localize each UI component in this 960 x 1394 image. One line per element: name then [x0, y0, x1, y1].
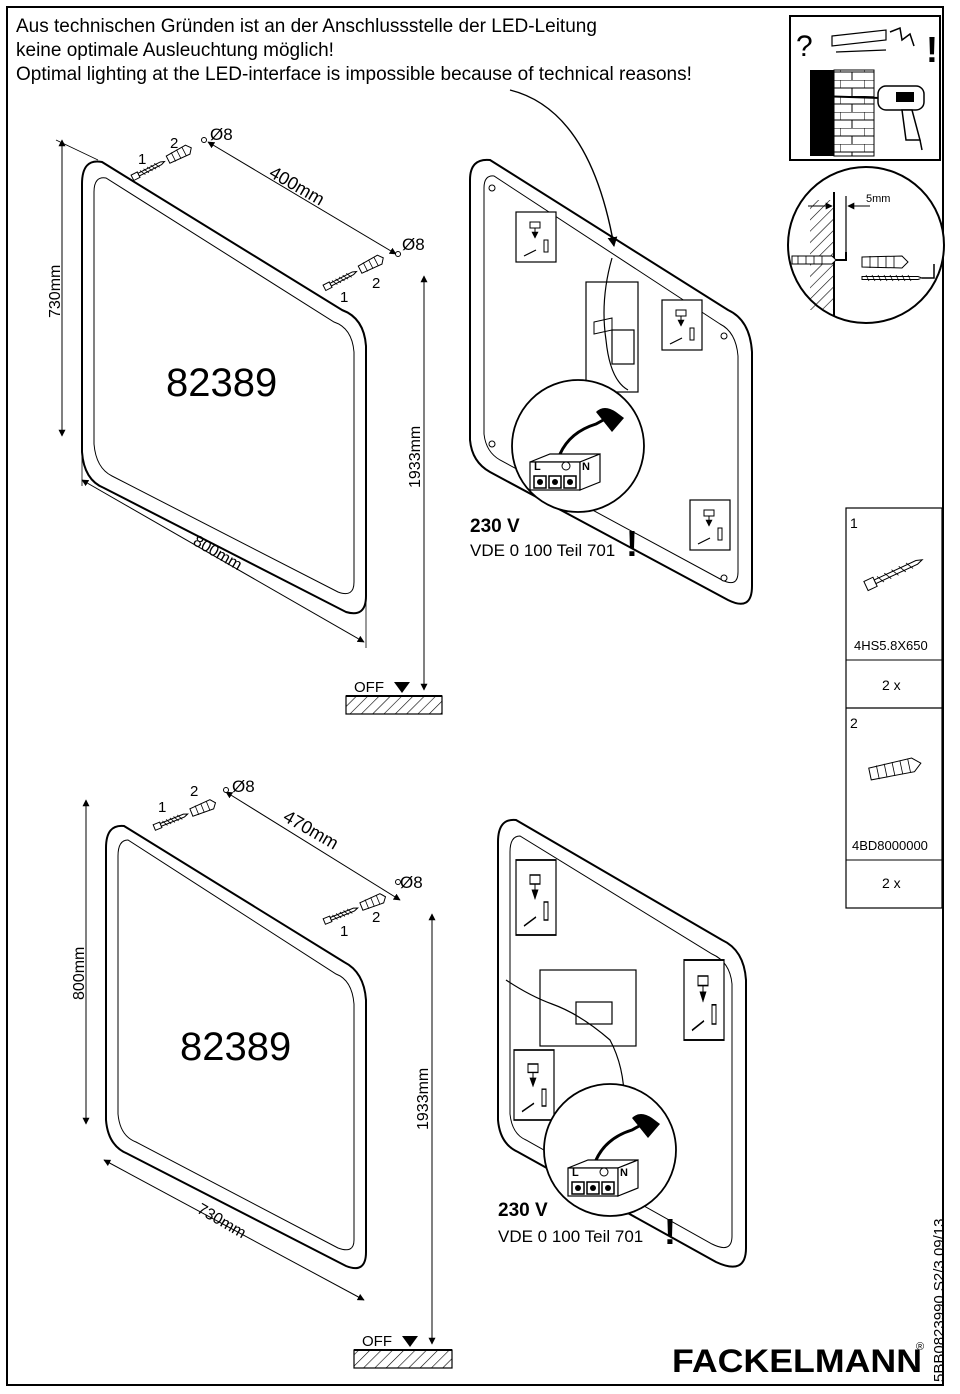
- part-code-1: 4HS5.8X650: [854, 638, 928, 653]
- loose-plug-icon: [861, 255, 909, 269]
- earth-symbol-icon: [561, 461, 571, 471]
- terminal-l-label: L: [572, 1167, 579, 1179]
- model-number-2: 82389: [180, 1025, 291, 1069]
- wall-plug-icon: [868, 757, 922, 781]
- power-off-arrow-icon: [402, 1336, 418, 1347]
- wall-plug-installed: [791, 252, 847, 265]
- height-label-2: 800mm: [71, 947, 88, 1000]
- notice-german-line-2: keine optimale Ausleuchtung möglich!: [16, 40, 334, 61]
- part-1-callout: 1: [158, 799, 166, 816]
- hanger-bracket-icon: [516, 860, 556, 935]
- brand-logo: FACKELMANN: [672, 1343, 922, 1379]
- floor-distance-label-1: 1933mm: [407, 426, 424, 488]
- alert-icon-2: !: [664, 1211, 676, 1252]
- drill-diameter-left-2: Ø8: [232, 777, 255, 796]
- part-2-callout: 2: [170, 135, 178, 152]
- terminal-n-label: N: [620, 1167, 628, 1179]
- exclamation-icon: !: [926, 29, 938, 70]
- hidden-cable-icon: [831, 26, 915, 53]
- mirror-diagram-portrait: 82389 800mm 730mm 470mm Ø8 Ø8 1 2 1 2 19…: [71, 777, 747, 1369]
- part-2-callout: 2: [372, 909, 380, 926]
- earth-symbol-icon: [599, 1167, 609, 1177]
- part-number-1: 1: [850, 515, 858, 531]
- wiring-detail-1: L N: [511, 379, 645, 513]
- wall-gap-detail: 5mm: [787, 166, 945, 324]
- model-number-1: 82389: [166, 361, 277, 405]
- drill-diameter-right-1: Ø8: [402, 235, 425, 254]
- notice-english-line: Optimal lighting at the LED-interface is…: [16, 64, 692, 85]
- registered-mark: ®: [916, 1341, 924, 1353]
- document-code: 5BB0823990 S2/3 09/13: [931, 1219, 948, 1382]
- hanger-bracket-icon: [684, 960, 724, 1040]
- footer: FACKELMANN ® 5BB0823990 S2/3 09/13: [672, 1219, 948, 1382]
- standard-label-2: VDE 0 100 Teil 701: [498, 1227, 643, 1246]
- brick-wall-icon: [810, 69, 875, 157]
- drilling-warning-box: ? !: [789, 15, 941, 161]
- hole-spacing-label-2: 470mm: [280, 806, 342, 853]
- hanger-bracket-icon: [690, 500, 730, 550]
- power-off-arrow-icon: [394, 682, 410, 693]
- switch-off-label-1: OFF: [354, 679, 384, 696]
- part-1-callout: 1: [138, 151, 146, 168]
- part-1-callout: 1: [340, 289, 348, 306]
- part-1-callout: 1: [340, 923, 348, 940]
- drill-diameter-left-1: Ø8: [210, 125, 233, 144]
- part-2-callout: 2: [190, 783, 198, 800]
- part-2-callout: 2: [372, 275, 380, 292]
- gap-label: 5mm: [866, 193, 890, 205]
- standard-label-1: VDE 0 100 Teil 701: [470, 541, 615, 560]
- part-quantity-1: 2 x: [882, 677, 901, 693]
- part-code-2: 4BD8000000: [852, 838, 928, 853]
- part-number-2: 2: [850, 715, 858, 731]
- voltage-label-2: 230 V: [498, 1200, 548, 1221]
- alert-icon-1: !: [626, 523, 638, 564]
- hole-spacing-label-1: 400mm: [266, 162, 328, 209]
- drill-diameter-right-2: Ø8: [400, 873, 423, 892]
- power-drill-icon: [817, 85, 925, 151]
- part-quantity-2: 2 x: [882, 875, 901, 891]
- terminal-n-label: N: [582, 461, 590, 473]
- mirror-diagram-landscape: 82389 730mm 800mm 400mm Ø8 Ø8 1 2 1 2 19…: [47, 89, 753, 715]
- hanger-bracket-icon: [514, 1050, 554, 1120]
- notice-german-line-1: Aus technischen Gründen ist an der Ansch…: [16, 16, 597, 37]
- switch-off-label-2: OFF: [362, 1333, 392, 1350]
- parts-list: 1 4HS5.8X650 2 x 2 4BD8000000 2 x: [845, 507, 943, 909]
- loose-screw-icon: [861, 264, 935, 282]
- floor-icon: [345, 695, 443, 715]
- question-mark-icon: ?: [796, 30, 813, 63]
- hanger-bracket-icon: [662, 300, 702, 350]
- wiring-detail-2: L N: [543, 1083, 677, 1217]
- led-connector-icon: [611, 329, 635, 365]
- lightning-icon: [889, 26, 915, 47]
- height-label-1: 730mm: [47, 265, 64, 318]
- screw-icon: [863, 559, 924, 592]
- page-border: [6, 6, 944, 1386]
- led-connector-icon: [575, 1001, 613, 1025]
- floor-distance-label-2: 1933mm: [415, 1068, 432, 1130]
- hanger-bracket-icon: [516, 212, 556, 262]
- voltage-label-1: 230 V: [470, 516, 520, 537]
- floor-icon: [353, 1349, 453, 1369]
- terminal-l-label: L: [534, 461, 541, 473]
